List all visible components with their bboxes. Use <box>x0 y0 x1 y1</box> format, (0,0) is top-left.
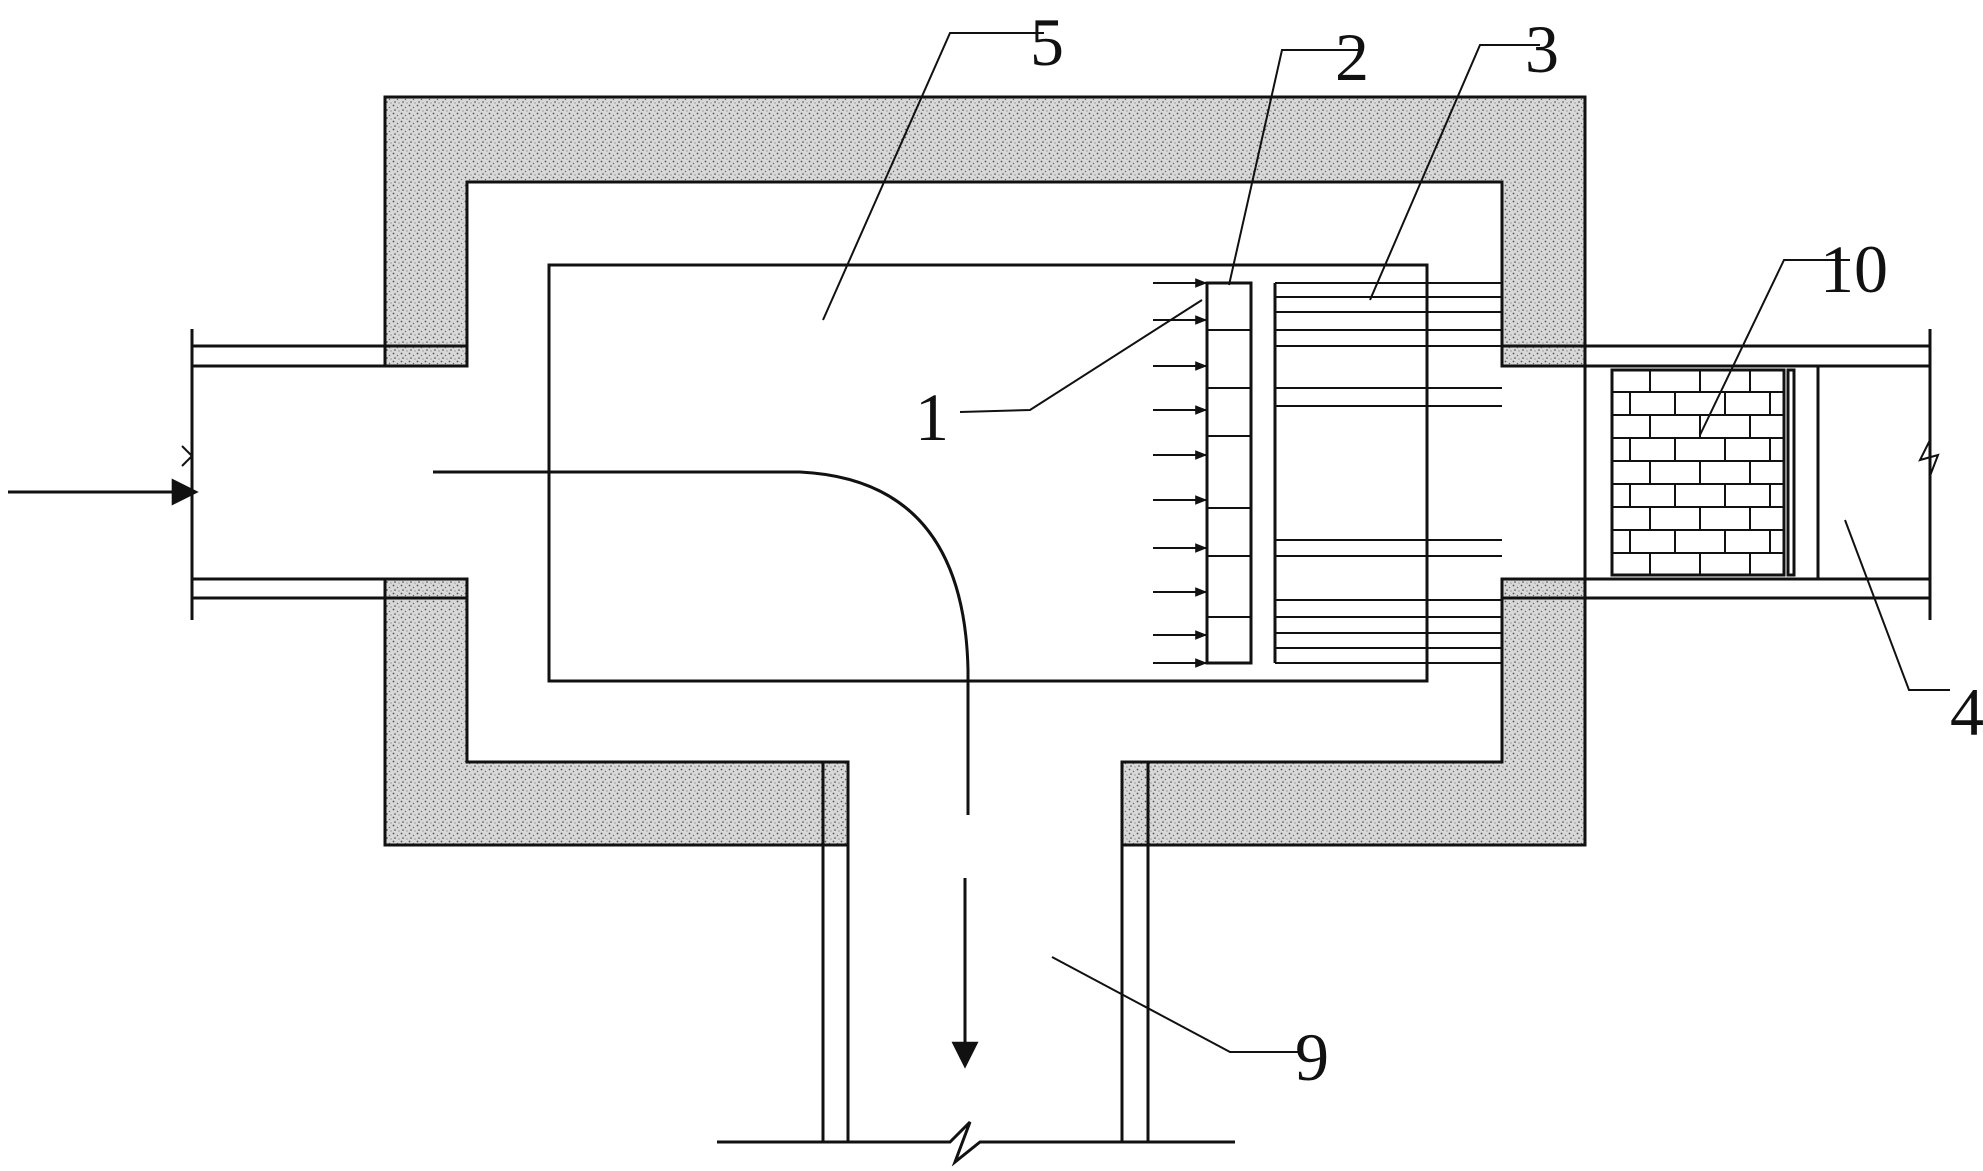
label-5: 5 <box>1030 4 1064 80</box>
outlet-pipe <box>1583 329 1940 620</box>
concrete-wall-right-cap-bottom <box>1500 577 1587 600</box>
label-2: 2 <box>1335 19 1369 95</box>
concrete-wall-lower-left <box>383 577 850 847</box>
component-10-filter <box>1610 368 1796 577</box>
concrete-wall <box>383 95 1587 348</box>
bottom-outlet-9 <box>717 760 1235 1167</box>
label-3: 3 <box>1525 11 1559 87</box>
inlet-pipe <box>8 329 385 620</box>
concrete-wall-left-cap-top <box>383 344 469 368</box>
concrete-wall-right-cap-top <box>1500 344 1587 368</box>
concrete-wall-left-cap-bottom <box>383 577 469 600</box>
label-1: 1 <box>915 379 949 455</box>
component-3-tubes <box>1273 282 1502 664</box>
label-10: 10 <box>1820 231 1888 307</box>
component-2-blocks <box>1205 281 1253 665</box>
label-4: 4 <box>1950 674 1983 750</box>
concrete-wall-lower-right <box>1120 577 1587 847</box>
flow-path <box>433 470 970 815</box>
component-1-arrows <box>1153 278 1208 668</box>
leader-lines <box>822 32 1950 1053</box>
label-9: 9 <box>1295 1019 1329 1095</box>
